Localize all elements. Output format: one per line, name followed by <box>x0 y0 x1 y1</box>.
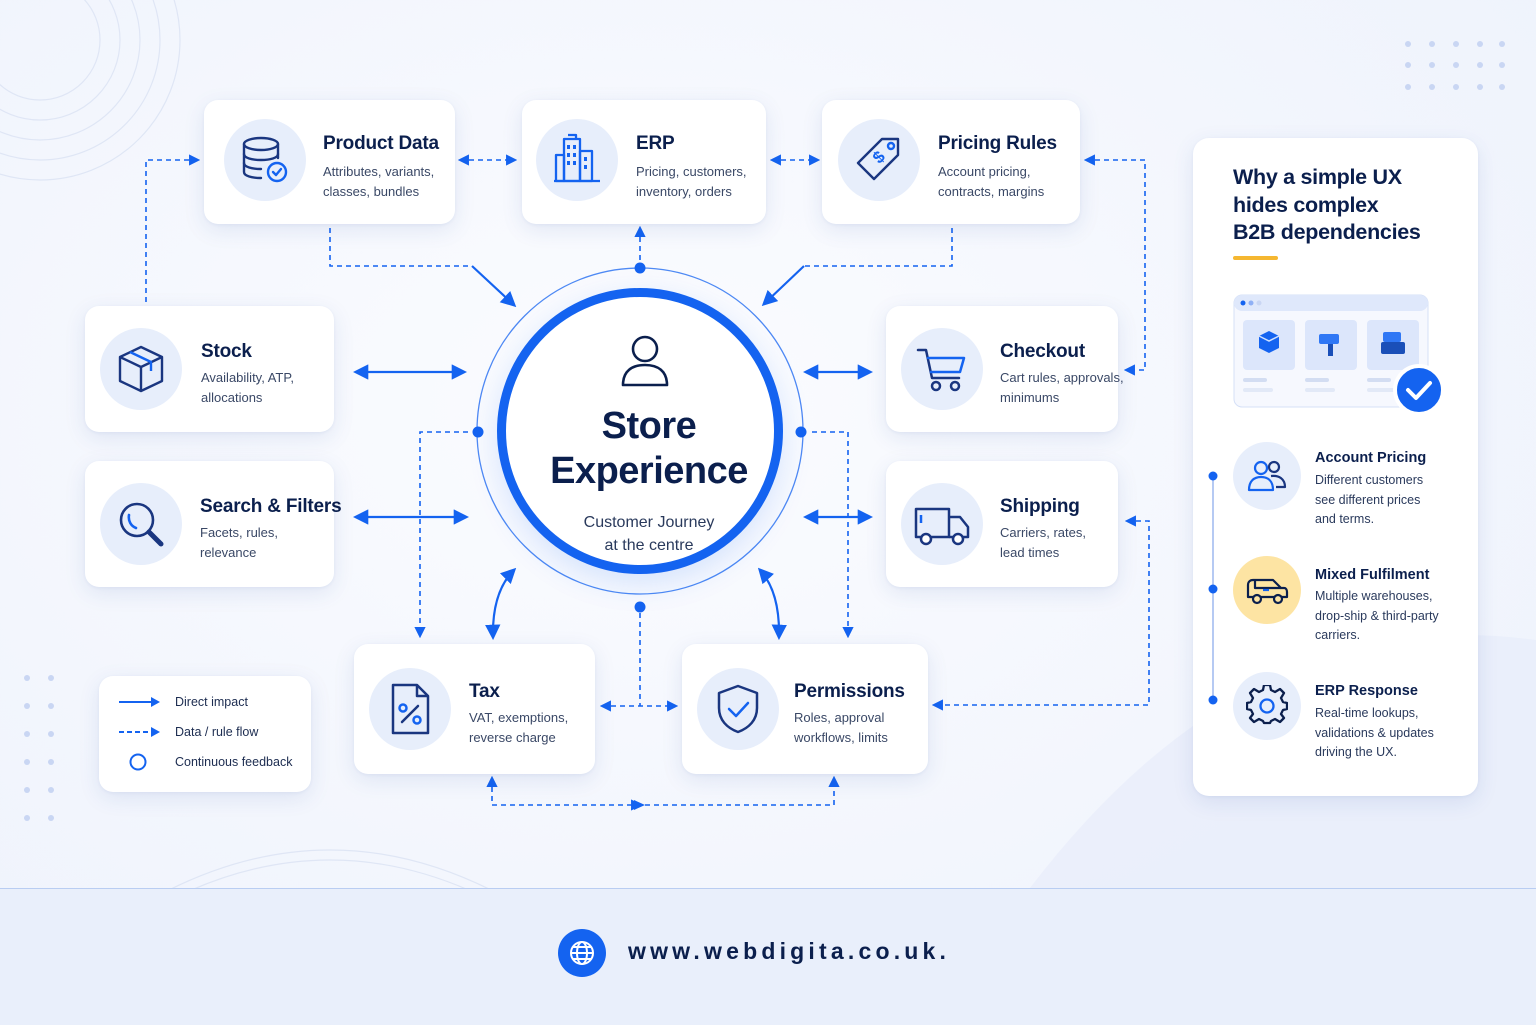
panel-item-desc: Multiple warehouses,drop-ship & third-pa… <box>1315 589 1439 642</box>
node-pricing-rules[interactable]: $ Pricing Rules Account pricing,contract… <box>822 100 1080 224</box>
price-tag-icon: $ <box>838 119 920 201</box>
legend-direct-impact: Direct impact <box>119 692 248 712</box>
node-description: Carriers, rates,lead times <box>1000 525 1086 560</box>
impact-product-hub <box>471 265 517 308</box>
svg-text:$: $ <box>869 147 890 168</box>
node-shipping[interactable]: Shipping Carriers, rates,lead times <box>886 461 1118 587</box>
node-description: Cart rules, approvals,minimums <box>1000 370 1124 405</box>
flow-stock-product <box>145 154 201 302</box>
flow-pricing-checkout <box>1083 154 1146 376</box>
node-product-data[interactable]: Product Data Attributes, variants,classe… <box>204 100 455 224</box>
building-icon <box>536 119 618 201</box>
panel-item-title: Mixed Fulfilment <box>1315 567 1430 583</box>
solid-arrow-icon <box>119 697 160 707</box>
impact-pricing-hub <box>761 265 805 307</box>
node-title: Stock <box>201 341 252 362</box>
node-checkout[interactable]: Checkout Cart rules, approvals,minimums <box>886 306 1124 432</box>
legend: Direct impact Data / rule flow Continuou… <box>99 676 311 792</box>
node-description: Account pricing,contracts, margins <box>938 164 1045 199</box>
node-stock[interactable]: Stock Availability, ATP,allocations <box>85 306 334 432</box>
flow-shipping-permissions <box>931 515 1150 711</box>
search-icon <box>100 483 182 565</box>
panel-timeline <box>1208 471 1218 705</box>
node-description: Facets, rules,relevance <box>200 525 279 560</box>
storefront-illustration <box>1233 294 1445 416</box>
flow-right-permissions <box>812 431 854 639</box>
gear-icon <box>1233 672 1301 740</box>
flow-left-tax <box>414 431 468 639</box>
node-description: VAT, exemptions,reverse charge <box>469 710 569 745</box>
flow-hub-pricing <box>804 228 953 267</box>
impact-hub-tax <box>485 567 517 641</box>
database-check-icon <box>224 119 306 201</box>
footer: www.webdigita.co.uk. <box>0 888 1536 1025</box>
node-title: ERP <box>636 133 675 154</box>
feedback-ring-dot <box>634 262 646 274</box>
feedback-ring-dot <box>634 601 646 613</box>
node-title: Shipping <box>1000 496 1080 517</box>
box-icon <box>100 328 182 410</box>
footer-url-link[interactable]: www.webdigita.co.uk. <box>628 938 951 964</box>
node-description: Pricing, customers,inventory, orders <box>636 164 747 199</box>
shield-check-icon <box>697 668 779 750</box>
van-icon <box>1233 556 1301 624</box>
impact-hub-permissions <box>757 567 787 641</box>
globe-icon <box>558 929 606 977</box>
panel-item-title: ERP Response <box>1315 683 1418 699</box>
cart-icon <box>901 328 983 410</box>
legend-data-flow: Data / rule flow <box>119 722 258 742</box>
ring-icon <box>129 753 147 771</box>
node-title: Search & Filters <box>200 496 342 517</box>
panel-item-title: Account Pricing <box>1315 450 1427 466</box>
percent-document-icon <box>369 668 451 750</box>
node-title: Tax <box>469 681 500 702</box>
user-icon <box>620 333 670 394</box>
node-search-filters[interactable]: Search & Filters Facets, rules,relevance <box>85 461 342 587</box>
node-description: Availability, ATP,allocations <box>201 370 294 405</box>
users-icon <box>1233 442 1301 510</box>
node-title: Checkout <box>1000 341 1085 362</box>
legend-feedback: Continuous feedback <box>119 752 292 772</box>
feedback-ring-dot <box>472 426 484 438</box>
dashed-arrow-icon <box>119 727 160 737</box>
feedback-ring-dot <box>795 426 807 438</box>
flow-tax-permissions-bottom <box>486 775 840 806</box>
flow-product-hub <box>329 228 472 267</box>
node-description: Attributes, variants,classes, bundles <box>323 164 435 199</box>
heading-underline <box>1233 256 1278 260</box>
node-title: Permissions <box>794 681 905 702</box>
node-title: Product Data <box>323 133 439 154</box>
truck-icon <box>901 483 983 565</box>
node-tax[interactable]: Tax VAT, exemptions,reverse charge <box>354 644 595 774</box>
node-title: Pricing Rules <box>938 133 1057 154</box>
flow-center-arrow <box>634 800 645 810</box>
node-erp[interactable]: ERP Pricing, customers,inventory, orders <box>522 100 766 224</box>
